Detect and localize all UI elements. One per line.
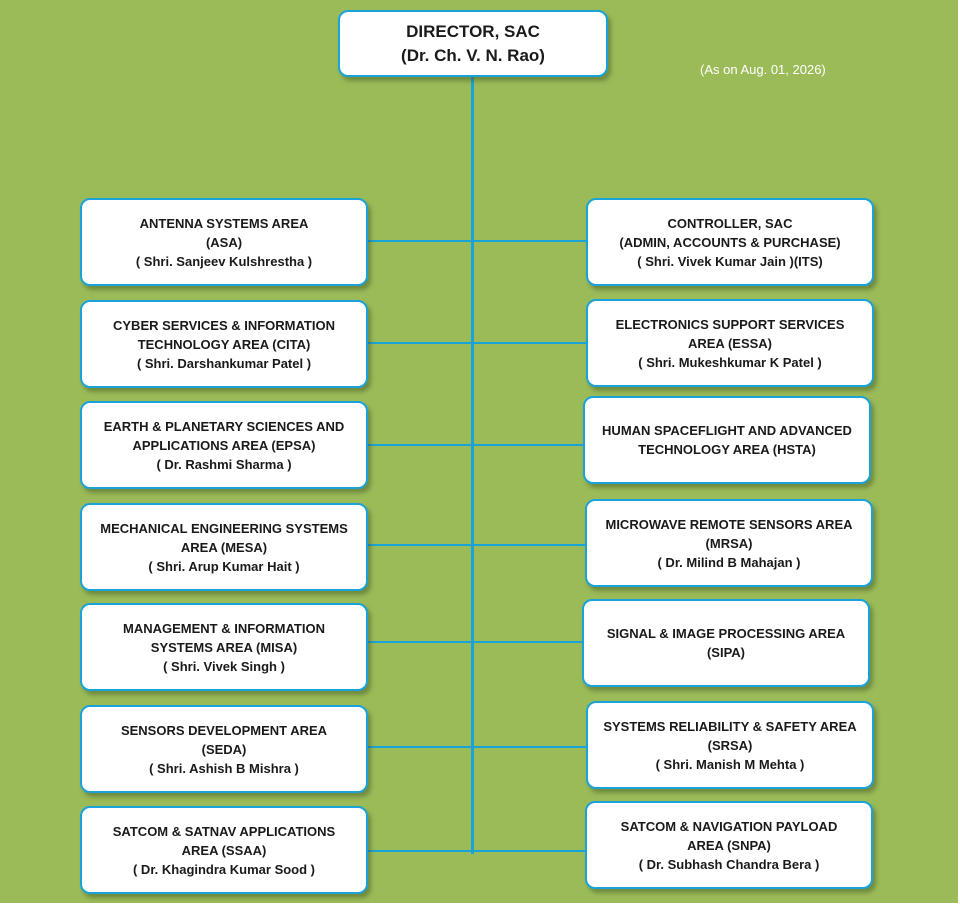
director-box: DIRECTOR, SAC (Dr. Ch. V. N. Rao) bbox=[338, 10, 608, 77]
node-line: HUMAN SPACEFLIGHT AND ADVANCED bbox=[602, 423, 852, 438]
node-line: AREA (ESSA) bbox=[687, 335, 773, 351]
node-line: ( Shri. Mukeshkumar K Patel ) bbox=[638, 354, 822, 370]
node-snpa: SATCOM & NAVIGATION PAYLOAD AREA (SNPA) … bbox=[585, 801, 873, 889]
node-ssaa: SATCOM & SATNAV APPLICATIONS AREA (SSAA)… bbox=[80, 806, 368, 894]
node-line: ( Shri. Manish M Mehta ) bbox=[655, 756, 805, 772]
node-hsta: HUMAN SPACEFLIGHT AND ADVANCED TECHNOLOG… bbox=[583, 396, 871, 484]
node-mesa: MECHANICAL ENGINEERING SYSTEMS AREA (MES… bbox=[80, 503, 368, 591]
node-sipa: SIGNAL & IMAGE PROCESSING AREA (SIPA) bbox=[582, 599, 870, 687]
branch-connector-5 bbox=[366, 641, 584, 643]
node-line: ( Dr. Khagindra Kumar Sood ) bbox=[132, 861, 315, 877]
node-line: APPLICATIONS AREA (EPSA) bbox=[132, 437, 316, 453]
branch-connector-4 bbox=[366, 544, 588, 546]
node-line: ELECTRONICS SUPPORT SERVICES bbox=[615, 316, 845, 332]
node-line: AREA (SSAA) bbox=[181, 842, 267, 858]
node-line: (SRSA) bbox=[707, 737, 753, 753]
node-line: TECHNOLOGY AREA (CITA) bbox=[137, 336, 311, 352]
node-seda: SENSORS DEVELOPMENT AREA (SEDA) ( Shri. … bbox=[80, 705, 368, 793]
node-line: TECHNOLOGY AREA (HSTA) bbox=[638, 442, 816, 457]
node-line: ( Shri. Ashish B Mishra ) bbox=[149, 760, 299, 776]
node-essa: ELECTRONICS SUPPORT SERVICES AREA (ESSA)… bbox=[586, 299, 874, 387]
node-line: (SIPA) bbox=[706, 645, 746, 660]
node-line: AREA (SNPA) bbox=[687, 837, 771, 853]
node-cita: CYBER SERVICES & INFORMATION TECHNOLOGY … bbox=[80, 300, 368, 388]
node-line: (MRSA) bbox=[705, 535, 753, 551]
node-line: (ADMIN, ACCOUNTS & PURCHASE) bbox=[619, 234, 841, 250]
node-line: AREA (MESA) bbox=[180, 539, 268, 555]
node-misa: MANAGEMENT & INFORMATION SYSTEMS AREA (M… bbox=[80, 603, 368, 691]
node-line: ( Dr. Subhash Chandra Bera ) bbox=[638, 856, 820, 872]
node-line: SATCOM & NAVIGATION PAYLOAD bbox=[620, 818, 838, 834]
director-title: DIRECTOR, SAC bbox=[406, 21, 540, 41]
node-line: EARTH & PLANETARY SCIENCES AND bbox=[103, 418, 345, 434]
node-line: (ASA) bbox=[205, 234, 243, 250]
director-name: (Dr. Ch. V. N. Rao) bbox=[401, 45, 545, 65]
node-line: ( Dr. Milind B Mahajan ) bbox=[657, 554, 801, 570]
node-line: ( Shri. Sanjeev Kulshrestha ) bbox=[135, 253, 313, 269]
node-line: ( Dr. Rashmi Sharma ) bbox=[156, 456, 292, 472]
trunk-connector bbox=[471, 76, 474, 854]
node-line: ( Shri. Arup Kumar Hait ) bbox=[148, 558, 300, 574]
node-line: MECHANICAL ENGINEERING SYSTEMS bbox=[100, 520, 348, 536]
node-line: SYSTEMS RELIABILITY & SAFETY AREA bbox=[603, 718, 857, 734]
node-line: MICROWAVE REMOTE SENSORS AREA bbox=[605, 516, 853, 532]
node-line: SYSTEMS AREA (MISA) bbox=[150, 639, 298, 655]
branch-connector-7 bbox=[366, 850, 588, 852]
node-line: SENSORS DEVELOPMENT AREA bbox=[120, 722, 328, 738]
node-line: ( Shri. Darshankumar Patel ) bbox=[136, 355, 312, 371]
node-line: MANAGEMENT & INFORMATION bbox=[123, 620, 325, 636]
node-line: ( Shri. Vivek Kumar Jain )(ITS) bbox=[637, 253, 823, 269]
branch-connector-1 bbox=[366, 240, 588, 242]
node-line: ANTENNA SYSTEMS AREA bbox=[139, 215, 309, 231]
branch-connector-3 bbox=[366, 444, 584, 446]
node-srsa: SYSTEMS RELIABILITY & SAFETY AREA (SRSA)… bbox=[586, 701, 874, 789]
as-on-date: (As on Aug. 01, 2026) bbox=[700, 62, 826, 77]
node-line: SIGNAL & IMAGE PROCESSING AREA bbox=[606, 626, 846, 641]
node-line: (SEDA) bbox=[201, 741, 247, 757]
node-mrsa: MICROWAVE REMOTE SENSORS AREA (MRSA) ( D… bbox=[585, 499, 873, 587]
node-line: SATCOM & SATNAV APPLICATIONS bbox=[112, 823, 336, 839]
node-epsa: EARTH & PLANETARY SCIENCES AND APPLICATI… bbox=[80, 401, 368, 489]
node-controller: CONTROLLER, SAC (ADMIN, ACCOUNTS & PURCH… bbox=[586, 198, 874, 286]
node-line: CONTROLLER, SAC bbox=[667, 215, 793, 231]
node-line: CYBER SERVICES & INFORMATION bbox=[113, 317, 335, 333]
node-asa: ANTENNA SYSTEMS AREA (ASA) ( Shri. Sanje… bbox=[80, 198, 368, 286]
branch-connector-2 bbox=[366, 342, 588, 344]
branch-connector-6 bbox=[366, 746, 588, 748]
node-line: ( Shri. Vivek Singh ) bbox=[163, 658, 285, 674]
